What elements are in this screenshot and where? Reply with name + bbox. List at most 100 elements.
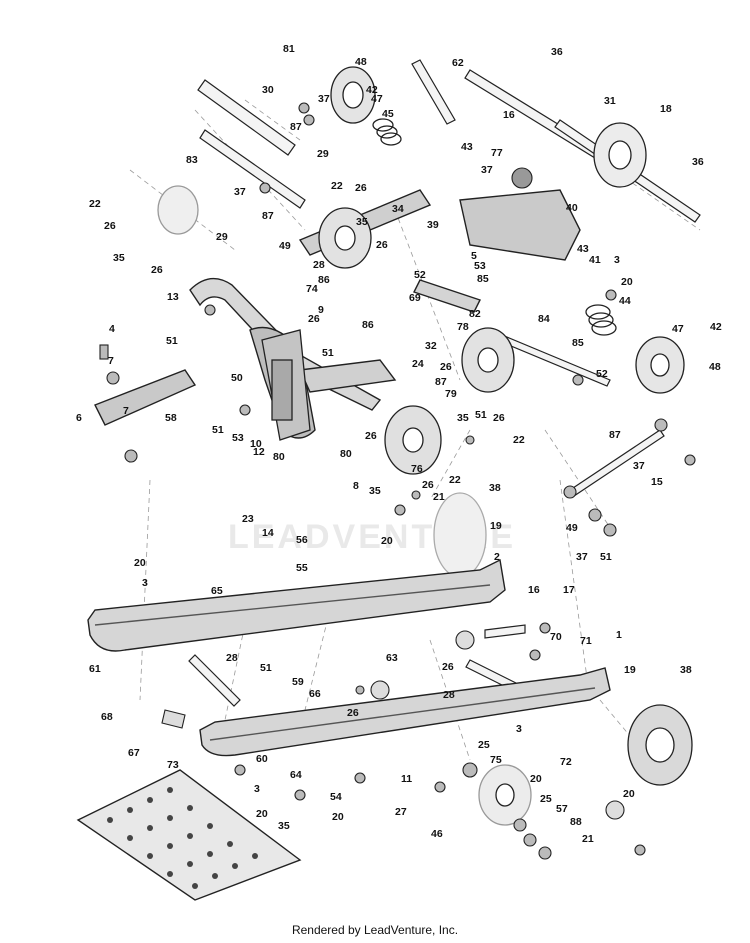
part-label: 22 [89,198,101,210]
part-label: 80 [340,448,352,460]
part-label: 8 [353,480,359,492]
part-label: 37 [633,460,645,472]
part-label: 42 [366,84,378,96]
shock-absorber [261,329,311,441]
part-label: 26 [151,264,163,276]
part-label: 3 [142,577,148,589]
part-label: 20 [530,773,542,785]
part-label: 23 [242,513,254,525]
part-label: 52 [596,368,608,380]
part-label: 39 [427,219,439,231]
part-label: 47 [672,323,684,335]
part-label: 85 [572,337,584,349]
part-label: 14 [262,527,274,539]
part-label: 12 [253,446,265,458]
part-label: 35 [278,820,290,832]
slide-rails [87,558,611,757]
part-label: 3 [516,723,522,735]
part-label: 22 [331,180,343,192]
part-label: 3 [254,783,260,795]
part-label: 62 [452,57,464,69]
part-label: 77 [491,147,503,159]
part-label: 45 [382,108,394,120]
part-label: 36 [551,46,563,58]
part-label: 19 [490,520,502,532]
part-label: 87 [609,429,621,441]
part-label: 76 [411,463,423,475]
part-label: 71 [580,635,592,647]
part-label: 5 [471,250,477,262]
part-label: 70 [550,631,562,643]
part-label: 16 [528,584,540,596]
part-label: 13 [167,291,179,303]
part-label: 51 [212,424,224,436]
part-label: 17 [563,584,575,596]
part-label: 26 [365,430,377,442]
part-label: 28 [443,689,455,701]
part-label: 46 [431,828,443,840]
part-label: 34 [392,203,404,215]
part-label: 87 [262,210,274,222]
part-label: 19 [624,664,636,676]
part-label: 36 [692,156,704,168]
part-label: 58 [165,412,177,424]
part-label: 48 [709,361,721,373]
part-label: 20 [256,808,268,820]
part-label: 16 [503,109,515,121]
part-label: 48 [355,56,367,68]
idler-wheels [157,66,693,826]
part-label: 51 [600,551,612,563]
track-section [76,769,302,901]
part-label: 53 [474,260,486,272]
part-label: 28 [226,652,238,664]
part-label: 54 [330,791,342,803]
part-label: 6 [76,412,82,424]
part-label: 38 [680,664,692,676]
part-label: 25 [540,793,552,805]
part-label: 26 [104,220,116,232]
part-label: 35 [457,412,469,424]
part-label: 65 [211,585,223,597]
part-label: 44 [619,295,631,307]
part-number-labels: 81 30 48 62 36 42 37 47 87 45 31 18 16 8… [76,43,722,845]
part-label: 85 [477,273,489,285]
part-label: 51 [260,662,272,674]
part-label: 29 [317,148,329,160]
part-label: 43 [461,141,473,153]
part-label: 26 [422,479,434,491]
part-label: 63 [386,652,398,664]
part-label: 74 [306,283,318,295]
part-label: 51 [322,347,334,359]
part-label: 61 [89,663,101,675]
part-label: 59 [292,676,304,688]
part-label: 50 [231,372,243,384]
part-label: 82 [469,308,481,320]
part-label: 87 [435,376,447,388]
part-label: 20 [332,811,344,823]
part-label: 7 [123,405,129,417]
part-label: 20 [623,788,635,800]
part-label: 57 [556,803,568,815]
part-label: 7 [108,355,114,367]
part-label: 37 [318,93,330,105]
part-label: 40 [566,202,578,214]
part-label: 26 [355,182,367,194]
part-label: 56 [296,534,308,546]
part-label: 86 [318,274,330,286]
part-label: 26 [440,361,452,373]
part-label: 51 [475,409,487,421]
part-label: 43 [577,243,589,255]
part-label: 22 [449,474,461,486]
part-label: 15 [651,476,663,488]
part-label: 73 [167,759,179,771]
part-label: 27 [395,806,407,818]
part-label: 81 [283,43,295,55]
part-label: 83 [186,154,198,166]
part-label: 55 [296,562,308,574]
part-label: 60 [256,753,268,765]
part-label: 2 [494,551,500,563]
part-label: 30 [262,84,274,96]
part-label: 79 [445,388,457,400]
part-label: 26 [376,239,388,251]
